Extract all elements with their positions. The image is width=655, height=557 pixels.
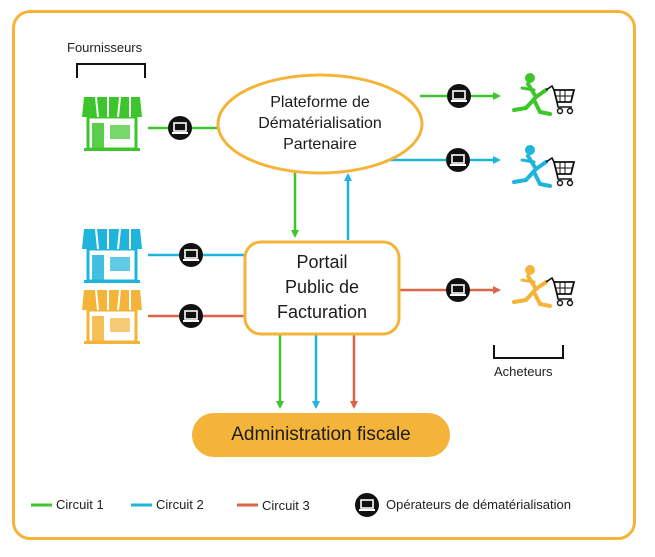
diagram-frame: [12, 10, 636, 540]
laptop-icon-operator-2: [178, 242, 204, 268]
pdp-node: [216, 73, 424, 175]
buyers-bracket: [493, 345, 564, 359]
pdp-label-line-1: Plateforme de: [270, 94, 370, 111]
legend-circuit2-label: Circuit 2: [156, 497, 204, 512]
ppf-label-line-2: Public de: [284, 277, 360, 297]
ppf-label-line-1: Portail: [296, 252, 348, 272]
store-icon-circuit3: [80, 288, 144, 346]
legend-circuit1-label: Circuit 1: [56, 497, 104, 512]
admin-label: Administration fiscale: [231, 424, 411, 445]
legend-circuit3-label: Circuit 3: [262, 498, 310, 513]
buyers-label: Acheteurs: [494, 364, 553, 379]
laptop-icon-operator-1: [167, 115, 193, 141]
suppliers-label: Fournisseurs: [67, 40, 143, 55]
shopper-with-cart-icon-circuit1: [512, 71, 576, 116]
ppf-node: [243, 240, 401, 336]
pdp-label-line-2: Dématérialisation: [258, 115, 382, 132]
ppf-label-line-3: Facturation: [276, 302, 368, 322]
shopper-with-cart-icon-circuit2: [512, 143, 576, 188]
pdp-label: Plateforme de Dématérialisation Partenai…: [220, 92, 420, 155]
pdp-label-line-3: Partenaire: [283, 136, 357, 153]
laptop-icon-operator-5: [445, 147, 471, 173]
admin-node: Administration fiscale: [192, 413, 450, 457]
store-icon-circuit1: [80, 95, 144, 153]
ppf-label: Portail Public de Facturation: [245, 250, 399, 325]
laptop-icon-operator-3: [178, 303, 204, 329]
suppliers-bracket: [76, 63, 146, 78]
laptop-icon-operator-6: [445, 277, 471, 303]
laptop-icon-legend: [354, 492, 380, 518]
legend-operators-label: Opérateurs de dématérialisation: [386, 497, 571, 512]
shopper-with-cart-icon-circuit3: [512, 263, 576, 308]
laptop-icon-operator-4: [446, 83, 472, 109]
store-icon-circuit2: [80, 227, 144, 285]
